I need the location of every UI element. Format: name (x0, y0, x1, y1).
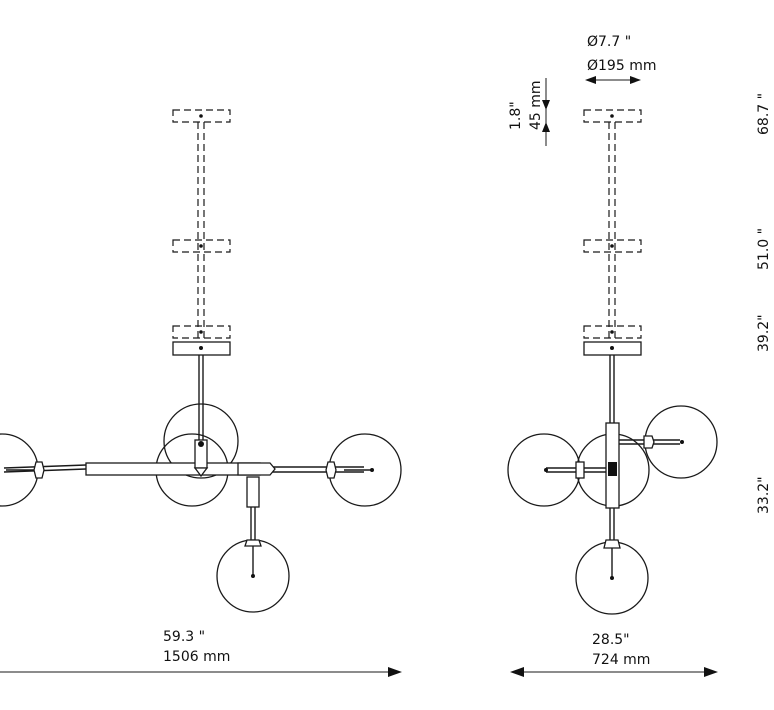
front-width-inches: 59.3 " (163, 629, 205, 645)
height-label-4: 33.2" (756, 476, 772, 514)
canopy-height-mm: 45 mm (528, 80, 544, 130)
side-width-inches: 28.5" (592, 632, 630, 648)
side-width-mm: 724 mm (592, 652, 650, 668)
height-labels: 68.7 " 51.0 " 39.2" 33.2" (756, 93, 772, 514)
front-canopy-position-3 (172, 325, 231, 339)
front-view: 59.3 " 1506 mm (0, 109, 402, 677)
height-label-3: 39.2" (756, 314, 772, 352)
side-socket-right (643, 435, 655, 449)
front-drop-socket (246, 476, 260, 508)
front-canopy-position-1 (172, 109, 231, 123)
side-socket-left (575, 461, 585, 479)
canopy-diameter-inches: Ø7.7 " (587, 34, 631, 50)
side-canopy-position-2 (583, 239, 642, 253)
side-canopy-position-1 (583, 109, 642, 123)
front-main-tube (85, 462, 261, 476)
front-socket-left (33, 461, 45, 479)
front-socket-right (325, 461, 337, 479)
front-joint (237, 462, 276, 476)
height-label-1: 68.7 " (756, 93, 772, 135)
front-width-mm: 1506 mm (163, 649, 230, 665)
side-canopy-position-3 (583, 325, 642, 339)
side-view: Ø7.7 " Ø195 mm 1.8" 45 mm (507, 34, 718, 677)
front-width-arrow-right (388, 667, 402, 677)
front-globe-top (163, 403, 239, 479)
front-canopy-position-2 (172, 239, 231, 253)
height-label-2: 51.0 " (756, 228, 772, 270)
side-hub (608, 462, 617, 476)
canopy-diameter-mm: Ø195 mm (587, 58, 656, 74)
canopy-height-inches: 1.8" (508, 101, 524, 130)
